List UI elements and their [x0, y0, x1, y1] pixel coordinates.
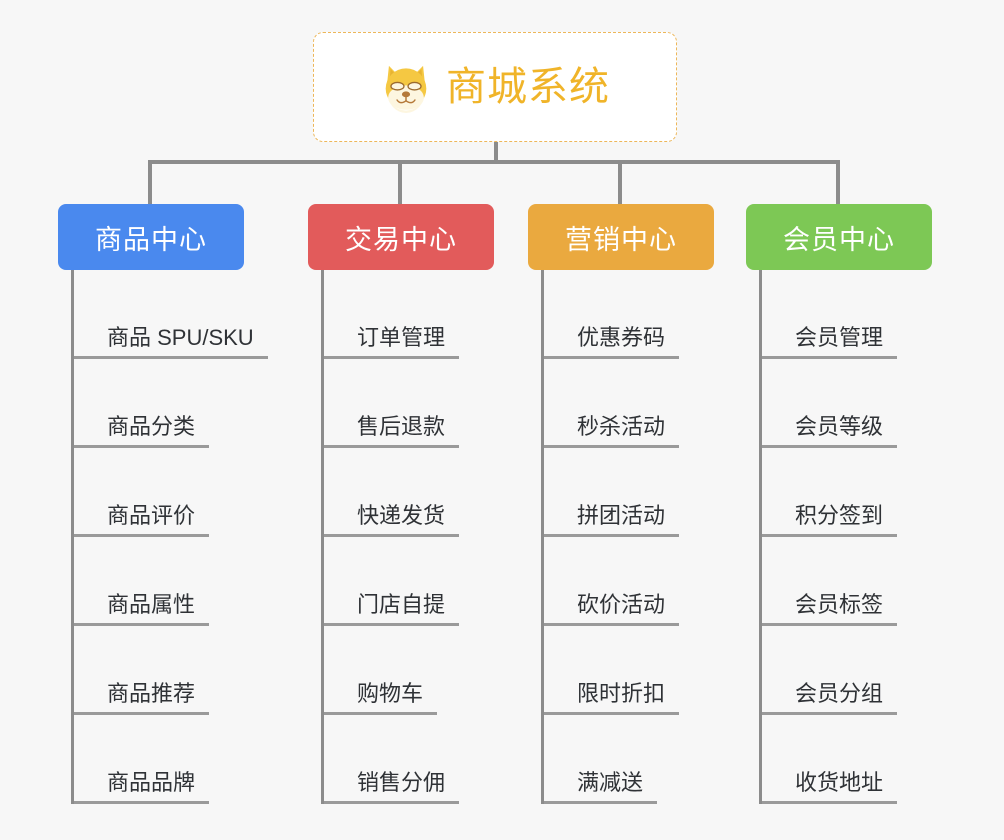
connector-bus	[148, 160, 840, 164]
leaf-item[interactable]: 限时折扣	[544, 626, 714, 715]
branch-trade-center: 交易中心订单管理售后退款快递发货门店自提购物车销售分佣	[308, 204, 494, 804]
leaf-item[interactable]: 优惠券码	[544, 270, 714, 359]
leaf-label: 商品推荐	[107, 681, 196, 706]
leaf-item[interactable]: 订单管理	[324, 270, 494, 359]
leaf-underline	[324, 801, 459, 804]
leaf-label: 限时折扣	[577, 681, 666, 706]
leaf-underline	[74, 445, 209, 448]
leaf-list-member-center: 会员管理会员等级积分签到会员标签会员分组收货地址	[759, 270, 932, 804]
leaf-label: 积分签到	[795, 503, 884, 528]
leaf-label: 会员标签	[795, 592, 884, 617]
leaf-item[interactable]: 销售分佣	[324, 715, 494, 804]
leaf-label: 购物车	[357, 681, 424, 706]
leaf-label: 会员等级	[795, 414, 884, 439]
leaf-underline	[74, 623, 209, 626]
leaf-item[interactable]: 会员管理	[762, 270, 932, 359]
leaf-label: 门店自提	[357, 592, 446, 617]
leaf-item[interactable]: 收货地址	[762, 715, 932, 804]
leaf-item[interactable]: 快递发货	[324, 448, 494, 537]
leaf-item[interactable]: 商品属性	[74, 537, 244, 626]
leaf-label: 订单管理	[357, 325, 446, 350]
connector-drop-product-center	[148, 160, 152, 204]
connector-drop-member-center	[836, 160, 840, 204]
branch-product-center: 商品中心商品 SPU/SKU 商品分类商品评价商品属性商品推荐商品品牌	[58, 204, 268, 804]
leaf-underline	[324, 534, 459, 537]
leaf-item[interactable]: 会员等级	[762, 359, 932, 448]
leaf-item[interactable]: 会员标签	[762, 537, 932, 626]
shiba-dog-face-icon	[380, 61, 432, 113]
leaf-underline	[544, 623, 679, 626]
leaf-label: 商品分类	[107, 414, 196, 439]
leaf-label: 拼团活动	[577, 503, 666, 528]
leaf-label: 商品品牌	[107, 770, 196, 795]
leaf-item[interactable]: 满减送	[544, 715, 714, 804]
category-header-product-center[interactable]: 商品中心	[58, 204, 244, 270]
leaf-underline	[762, 801, 897, 804]
leaf-label: 商品评价	[107, 503, 196, 528]
root-node[interactable]: 商城系统	[313, 32, 677, 142]
root-title: 商城系统	[446, 65, 610, 109]
connector-drop-trade-center	[398, 160, 402, 204]
category-header-member-center[interactable]: 会员中心	[746, 204, 932, 270]
leaf-underline	[74, 356, 268, 359]
leaf-item[interactable]: 售后退款	[324, 359, 494, 448]
leaf-item[interactable]: 商品分类	[74, 359, 244, 448]
leaf-underline	[762, 445, 897, 448]
leaf-underline	[544, 534, 679, 537]
leaf-underline	[762, 712, 897, 715]
leaf-underline	[324, 623, 459, 626]
leaf-label: 商品 SPU/SKU	[107, 325, 254, 350]
leaf-item[interactable]: 商品推荐	[74, 626, 244, 715]
leaf-item[interactable]: 会员分组	[762, 626, 932, 715]
leaf-underline	[544, 445, 679, 448]
leaf-label: 快递发货	[357, 503, 446, 528]
leaf-item[interactable]: 商品评价	[74, 448, 244, 537]
branch-marketing-center: 营销中心优惠券码秒杀活动拼团活动砍价活动限时折扣满减送	[528, 204, 714, 804]
leaf-list-trade-center: 订单管理售后退款快递发货门店自提购物车销售分佣	[321, 270, 494, 804]
leaf-label: 售后退款	[357, 414, 446, 439]
leaf-item[interactable]: 商品品牌	[74, 715, 244, 804]
leaf-item[interactable]: 积分签到	[762, 448, 932, 537]
leaf-label: 优惠券码	[577, 325, 666, 350]
leaf-label: 秒杀活动	[577, 414, 666, 439]
leaf-underline	[544, 801, 657, 804]
connector-stem	[494, 142, 498, 162]
leaf-underline	[74, 801, 209, 804]
connector-drop-marketing-center	[618, 160, 622, 204]
leaf-underline	[762, 623, 897, 626]
leaf-underline	[324, 712, 437, 715]
leaf-underline	[324, 445, 459, 448]
leaf-item[interactable]: 门店自提	[324, 537, 494, 626]
leaf-item[interactable]: 秒杀活动	[544, 359, 714, 448]
leaf-label: 会员管理	[795, 325, 884, 350]
leaf-underline	[762, 534, 897, 537]
leaf-underline	[74, 712, 209, 715]
leaf-label: 满减送	[577, 770, 644, 795]
leaf-label: 商品属性	[107, 592, 196, 617]
leaf-underline	[74, 534, 209, 537]
leaf-item[interactable]: 砍价活动	[544, 537, 714, 626]
leaf-label: 销售分佣	[357, 770, 446, 795]
branch-member-center: 会员中心会员管理会员等级积分签到会员标签会员分组收货地址	[746, 204, 932, 804]
category-header-trade-center[interactable]: 交易中心	[308, 204, 494, 270]
leaf-label: 砍价活动	[577, 592, 666, 617]
leaf-item[interactable]: 拼团活动	[544, 448, 714, 537]
leaf-item[interactable]: 购物车	[324, 626, 494, 715]
leaf-item[interactable]: 商品 SPU/SKU	[74, 270, 268, 359]
leaf-list-product-center: 商品 SPU/SKU 商品分类商品评价商品属性商品推荐商品品牌	[71, 270, 268, 804]
leaf-label: 会员分组	[795, 681, 884, 706]
leaf-underline	[324, 356, 459, 359]
leaf-label: 收货地址	[795, 770, 884, 795]
leaf-underline	[544, 712, 679, 715]
leaf-underline	[544, 356, 679, 359]
leaf-underline	[762, 356, 897, 359]
leaf-list-marketing-center: 优惠券码秒杀活动拼团活动砍价活动限时折扣满减送	[541, 270, 714, 804]
category-header-marketing-center[interactable]: 营销中心	[528, 204, 714, 270]
